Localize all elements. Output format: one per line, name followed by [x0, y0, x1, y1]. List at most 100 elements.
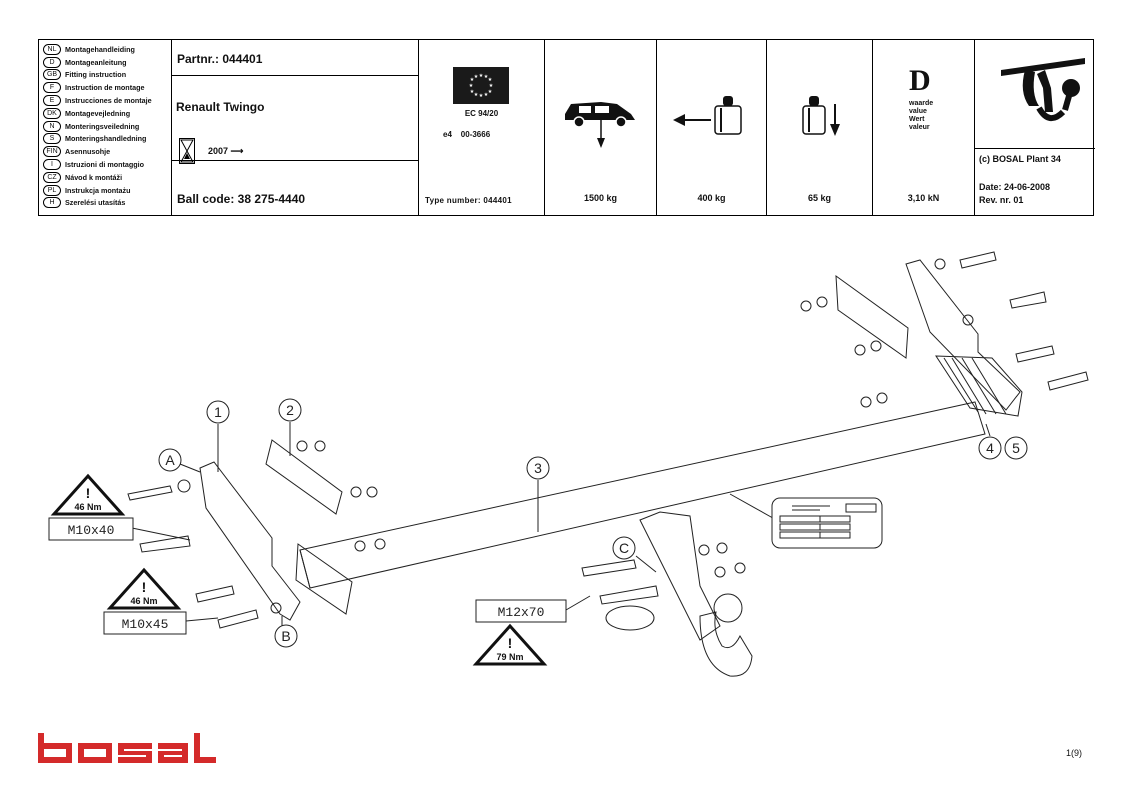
language-code: I — [43, 159, 61, 171]
language-code: CZ — [43, 171, 61, 183]
ball-code: Ball code: 38 275-4440 — [177, 192, 306, 206]
vertical-load: 65 kg — [807, 193, 831, 203]
language-label: Monteringshandledning — [65, 134, 147, 144]
svg-text:3: 3 — [534, 460, 542, 476]
ec-approval: ★★★ ★★★ ★★★ ★★★ EC 94/20 e4 00-3666 Type… — [419, 40, 545, 215]
vehicle-model: Renault Twingo — [176, 100, 265, 114]
tow-ball — [713, 593, 743, 623]
svg-text:★: ★ — [484, 74, 489, 80]
copyright: (c) BOSAL Plant 34 — [979, 154, 1061, 164]
vertical-load-column: 65 kg — [767, 40, 873, 215]
svg-text:46 Nm: 46 Nm — [130, 596, 157, 606]
callout-a: A — [158, 448, 182, 472]
svg-text:B: B — [281, 628, 290, 644]
language-code: N — [43, 120, 61, 132]
language-code: GB — [43, 69, 61, 81]
svg-text:79 Nm: 79 Nm — [496, 652, 523, 662]
callout-2: 2 — [278, 398, 302, 422]
language-label: Instrukcja montażu — [65, 185, 131, 195]
language-label: Montageanleitung — [65, 57, 127, 67]
part-number: Partnr.: 044401 — [172, 40, 418, 76]
d-symbol: D — [909, 64, 931, 97]
language-item: NL Montagehandleiding — [43, 43, 171, 56]
language-label: Montagevejledning — [65, 108, 131, 118]
svg-text:★: ★ — [470, 89, 475, 95]
page-number: 1(9) — [1066, 748, 1083, 758]
language-label: Montagehandleiding — [65, 44, 135, 54]
language-item: S Monteringshandledning — [43, 133, 171, 146]
vertical-load-icon — [802, 96, 840, 136]
svg-text:M10x40: M10x40 — [68, 523, 115, 538]
d-value: 3,10 kN — [907, 193, 940, 203]
svg-text:★: ★ — [479, 73, 484, 79]
model-year: 2007 ⟶ — [208, 146, 244, 156]
language-label: Instruction de montage — [65, 83, 145, 93]
manufacturer-column: (c) BOSAL Plant 34 Date: 24-06-2008 Rev.… — [975, 40, 1095, 215]
car-weight-icon — [565, 102, 635, 148]
language-code: PL — [43, 184, 61, 196]
svg-text:★: ★ — [474, 74, 479, 80]
svg-text:★: ★ — [489, 83, 494, 89]
exploded-drawing: 1 2 3 4 5 A B C M10x40 M10x45 M12x70 ! 4… — [48, 251, 1089, 677]
language-code: E — [43, 95, 61, 107]
bolt-label-m10x45: M10x45 — [103, 611, 187, 635]
callout-5: 5 — [1004, 436, 1028, 460]
unbraked-column: 400 kg — [657, 40, 767, 215]
bolt-label-m10x40: M10x40 — [48, 517, 134, 541]
d-value-column: D waarde value Wert valeur 3,10 kN — [873, 40, 975, 215]
unbraked-weight: 400 kg — [697, 193, 726, 203]
svg-text:46 Nm: 46 Nm — [74, 502, 101, 512]
ec-directive: EC 94/20 — [464, 109, 499, 118]
spacer-plates — [935, 355, 1023, 417]
language-label: Istruzioni di montaggio — [65, 160, 145, 170]
socket-plate — [605, 605, 655, 631]
language-label: Szerelési utasítás — [65, 198, 126, 208]
callout-1: 1 — [206, 400, 230, 424]
d-labels: waarde value Wert valeur — [909, 100, 934, 131]
svg-text:!: ! — [142, 579, 147, 595]
language-item: GB Fitting instruction — [43, 69, 171, 82]
callout-4: 4 — [978, 436, 1002, 460]
language-code: F — [43, 82, 61, 94]
torque-warning-3: ! 79 Nm — [472, 623, 548, 666]
center-bracket — [639, 511, 721, 641]
language-label: Instrucciones de montaje — [65, 96, 152, 106]
language-code: S — [43, 133, 61, 145]
left-bracket — [199, 461, 301, 621]
callout-3: 3 — [526, 456, 550, 480]
language-code: NL — [43, 43, 61, 55]
max-trailer-weight: 1500 kg — [583, 193, 618, 203]
weight-pull-icon — [673, 96, 742, 135]
language-code: FIN — [43, 146, 61, 158]
torque-warning-2: ! 46 Nm — [106, 567, 182, 610]
eu-flag-icon: ★★★ ★★★ ★★★ ★★★ — [453, 67, 509, 104]
torque-warning-1: ! 46 Nm — [50, 473, 126, 516]
language-item: DK Montagevejledning — [43, 107, 171, 120]
svg-text:★: ★ — [474, 92, 479, 98]
type-plate — [771, 497, 883, 549]
language-code: DK — [43, 107, 61, 119]
svg-text:A: A — [165, 452, 175, 468]
language-label: Fitting instruction — [65, 70, 127, 80]
svg-text:★: ★ — [479, 93, 484, 99]
language-label: Asennusohje — [65, 147, 111, 157]
svg-text:1: 1 — [214, 404, 222, 420]
svg-text:2: 2 — [286, 402, 294, 418]
svg-text:4: 4 — [986, 440, 994, 456]
part-info: Partnr.: 044401 Renault Twingo 2007 ⟶ Ba… — [172, 40, 419, 215]
language-item: N Monteringsveiledning — [43, 120, 171, 133]
svg-text:★: ★ — [488, 89, 493, 95]
svg-text:5: 5 — [1012, 440, 1020, 456]
callout-c: C — [612, 536, 636, 560]
right-bracket — [905, 259, 1021, 411]
language-item: I Istruzioni di montaggio — [43, 158, 171, 171]
svg-text:★: ★ — [470, 77, 475, 83]
language-item: F Instruction de montage — [43, 81, 171, 94]
type-number: Type number: 044401 — [425, 196, 512, 205]
language-label: Monteringsveiledning — [65, 121, 140, 131]
